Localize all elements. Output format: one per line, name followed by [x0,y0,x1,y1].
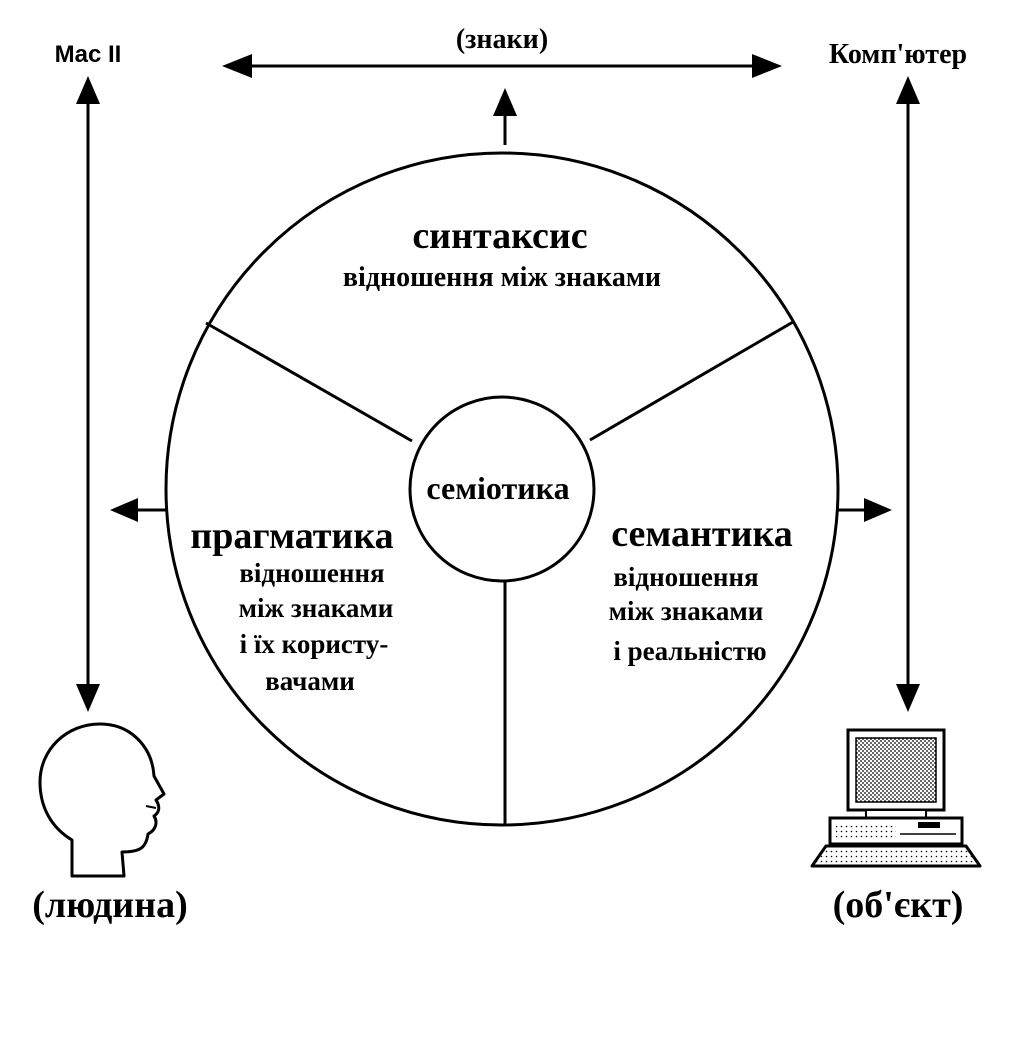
pragmatics-line-2: між знаками [239,593,394,623]
person-label: (людина) [32,884,188,926]
person-double-arrow [76,76,100,712]
pragmatics-line-3: і їх користу- [240,629,389,659]
syntax-title: синтаксис [412,215,587,257]
pragmatics-line-4: вачами [265,666,355,696]
semantics-title: семантика [611,513,793,555]
semantics-line-1: відношення [613,562,758,592]
computer-label: Комп'ютер [829,39,967,70]
head-profile-icon [38,722,166,878]
semantics-line-3: і реальністю [613,636,766,666]
computer-icon [810,728,982,868]
syntax-description: відношення між знаками [343,262,661,293]
semantics-right-arrow [838,498,892,522]
object-label: (об'єкт) [833,884,964,926]
semiotics-wheel [164,151,840,827]
semiotics-center-circle [408,395,596,583]
signs-double-arrow [222,54,782,78]
divider-left [205,321,413,443]
computer-double-arrow [896,76,920,712]
semiotics-center-label: семіотика [426,470,569,506]
pragmatics-title: прагматика [190,515,393,557]
syntax-up-arrow [493,88,517,145]
pragmatics-line-1: відношення [239,558,384,588]
pragmatics-left-arrow [110,498,166,522]
divider-right [589,320,794,442]
semantics-line-2: між знаками [609,596,764,626]
mac-label: Mac II [55,41,122,68]
signs-label: (знаки) [456,24,548,55]
